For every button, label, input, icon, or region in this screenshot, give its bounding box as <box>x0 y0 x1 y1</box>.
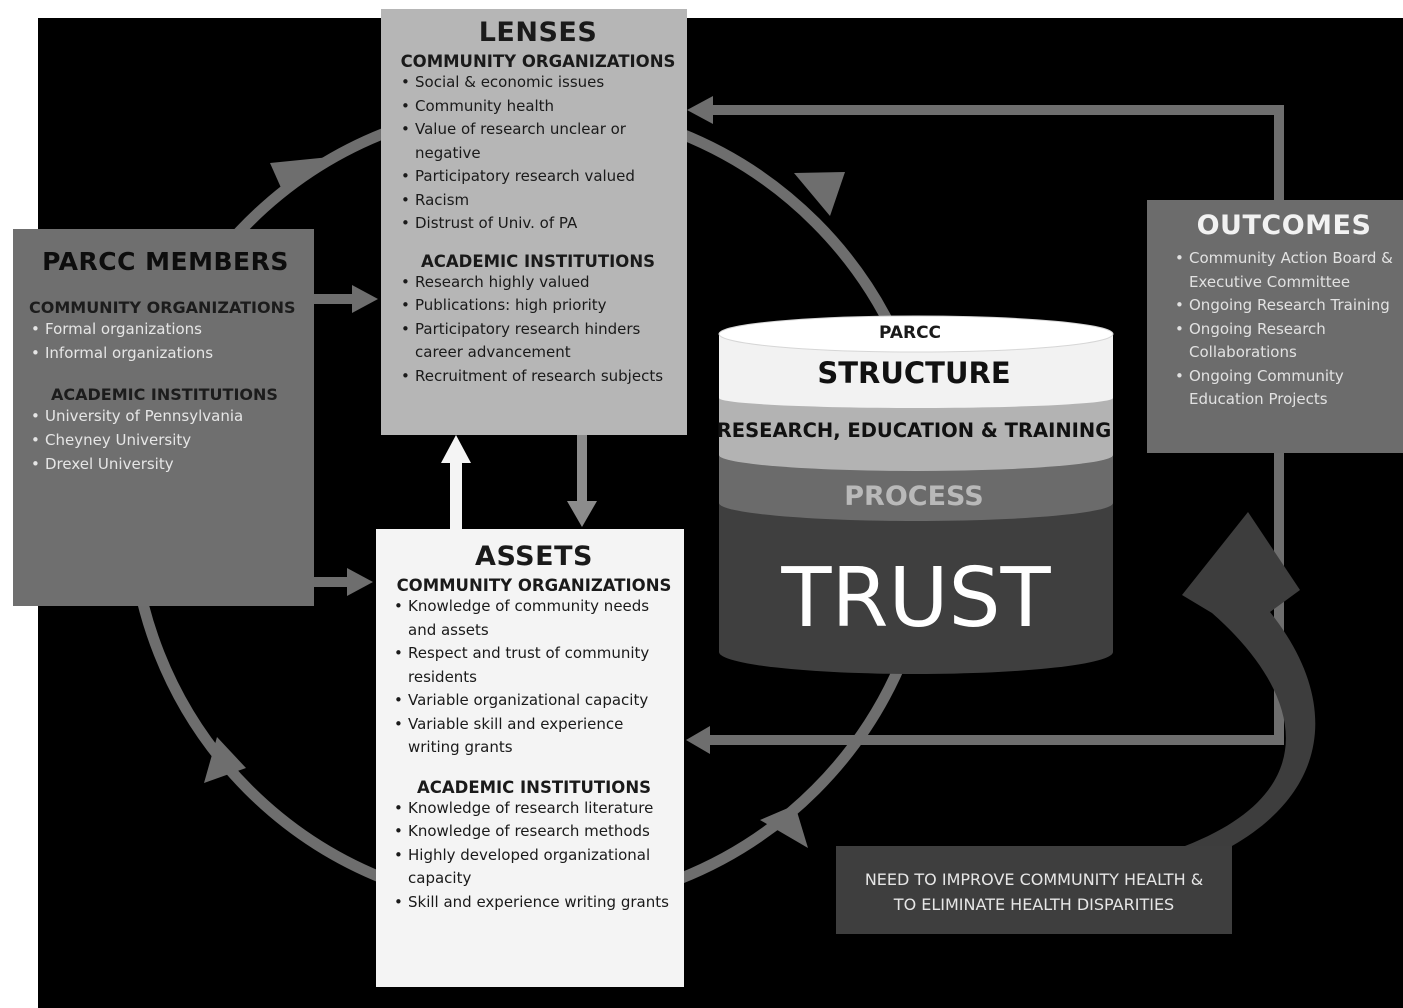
list-item: Participatory research hinders career ad… <box>399 318 677 365</box>
list-item: Informal organizations <box>29 341 302 365</box>
need-line-1: NEED TO IMPROVE COMMUNITY HEALTH & <box>864 870 1204 889</box>
list-item: Research highly valued <box>399 271 677 295</box>
cylinder-band-structure-edge <box>719 380 1113 408</box>
cycle-arrow-top-right <box>794 172 845 216</box>
arrow-members-lenses-shaft <box>314 294 354 304</box>
list-item: Racism <box>399 189 677 213</box>
list-item: Variable organizational capacity <box>392 689 676 713</box>
list-item: Community Action Board & Executive Commi… <box>1173 247 1395 294</box>
list-item: Knowledge of community needs and assets <box>392 595 676 642</box>
arrow-outcomes-to-assets <box>708 453 1284 745</box>
list-item: Variable skill and experience writing gr… <box>392 713 676 760</box>
arrow-outcomes-to-lenses-head <box>687 96 713 124</box>
list-item: Participatory research valued <box>399 165 677 189</box>
cylinder-structure-label: STRUCTURE <box>817 356 1010 390</box>
cylinder-band-research-edge <box>719 430 1113 471</box>
arrow-members-lenses-head <box>352 285 378 313</box>
list-item: Ongoing Community Education Projects <box>1173 365 1395 412</box>
assets-academic-list: Knowledge of research literature Knowled… <box>392 797 676 915</box>
assets-box: ASSETS COMMUNITY ORGANIZATIONS Knowledge… <box>376 529 684 987</box>
list-item: Ongoing Research Training <box>1173 294 1395 318</box>
list-item: Ongoing Research Collaborations <box>1173 318 1395 365</box>
list-item: Respect and trust of community residents <box>392 642 676 689</box>
list-item: Knowledge of research methods <box>392 820 676 844</box>
cylinder-process-label: PROCESS <box>844 481 983 512</box>
cycle-arrow-top-left <box>270 157 330 190</box>
cycle-arrow-left <box>204 737 246 783</box>
cylinder-top <box>718 315 1114 353</box>
arrow-outcomes-to-assets-head <box>686 726 710 754</box>
cylinder-band-process-edge <box>719 470 1113 521</box>
lenses-community-heading: COMMUNITY ORGANIZATIONS <box>400 52 676 71</box>
list-item: Value of research unclear or negative <box>399 118 677 165</box>
lenses-title: LENSES <box>478 17 598 48</box>
cylinder-parcc-label: PARCC <box>879 323 941 343</box>
list-item: Community health <box>399 95 677 119</box>
need-line-2: TO ELIMINATE HEALTH DISPARITIES <box>893 895 1175 914</box>
arrow-outcomes-to-lenses <box>710 105 1284 200</box>
cylinder-research-label: RESEARCH, EDUCATION & TRAINING <box>717 419 1111 442</box>
members-community-heading: COMMUNITY ORGANIZATIONS <box>29 298 296 317</box>
arrow-lenses-assets-head <box>567 501 597 527</box>
outcomes-box: OUTCOMES Community Action Board & Execut… <box>1147 200 1403 453</box>
list-item: Recruitment of research subjects <box>399 365 677 389</box>
arrow-assets-lenses-shaft <box>450 460 462 529</box>
members-academic-list: University of Pennsylvania Cheyney Unive… <box>29 404 302 476</box>
members-academic-heading: ACADEMIC INSTITUTIONS <box>51 385 278 404</box>
arrow-members-assets-head <box>347 568 373 596</box>
list-item: Knowledge of research literature <box>392 797 676 821</box>
assets-title: ASSETS <box>475 541 593 572</box>
members-title: PARCC MEMBERS <box>42 247 289 276</box>
arrow-assets-lenses-head <box>441 435 471 463</box>
members-box: PARCC MEMBERS COMMUNITY ORGANIZATIONS Fo… <box>13 229 314 606</box>
cylinder-trust-label: TRUST <box>780 551 1051 646</box>
big-curved-arrow <box>1182 512 1316 846</box>
list-item: Publications: high priority <box>399 294 677 318</box>
lenses-academic-list: Research highly valued Publications: hig… <box>399 271 677 389</box>
list-item: Skill and experience writing grants <box>392 891 676 915</box>
list-item: Highly developed organizational capacity <box>392 844 676 891</box>
list-item: Drexel University <box>29 452 302 476</box>
arrow-members-assets-shaft <box>314 577 349 587</box>
lenses-community-list: Social & economic issues Community healt… <box>399 71 677 236</box>
need-box: NEED TO IMPROVE COMMUNITY HEALTH & TO EL… <box>836 846 1232 934</box>
arrow-lenses-assets-shaft <box>577 435 587 503</box>
outcomes-list: Community Action Board & Executive Commi… <box>1173 247 1395 412</box>
outcomes-title: OUTCOMES <box>1196 210 1372 241</box>
members-community-list: Formal organizations Informal organizati… <box>29 317 302 365</box>
assets-academic-heading: ACADEMIC INSTITUTIONS <box>416 777 652 797</box>
list-item: University of Pennsylvania <box>29 404 302 428</box>
trust-cylinder: PARCC STRUCTURE RESEARCH, EDUCATION & TR… <box>717 315 1114 674</box>
list-item: Social & economic issues <box>399 71 677 95</box>
lenses-box: LENSES COMMUNITY ORGANIZATIONS Social & … <box>381 9 687 435</box>
list-item: Formal organizations <box>29 317 302 341</box>
assets-community-heading: COMMUNITY ORGANIZATIONS <box>396 576 672 595</box>
lenses-academic-heading: ACADEMIC INSTITUTIONS <box>420 251 656 271</box>
list-item: Distrust of Univ. of PA <box>399 212 677 236</box>
assets-community-list: Knowledge of community needs and assets … <box>392 595 676 760</box>
cycle-arrow-bottom-right <box>760 805 808 848</box>
list-item: Cheyney University <box>29 428 302 452</box>
